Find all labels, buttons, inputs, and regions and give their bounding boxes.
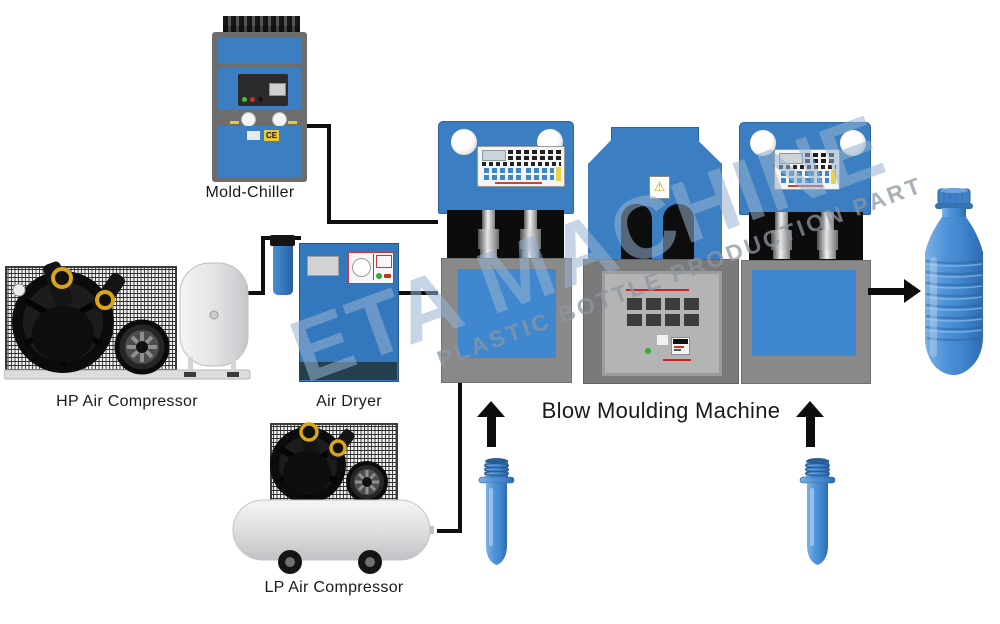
panel-keys (508, 150, 561, 154)
mold-cavity (663, 204, 694, 261)
cylinder-collar (520, 229, 541, 249)
ce-mark: CE (264, 130, 279, 141)
hp-compressor-label: HP Air Compressor (56, 393, 198, 410)
blow-unit1-control-panel (477, 146, 565, 187)
cylinder-base (522, 249, 539, 258)
panel-keys-blue (526, 175, 554, 180)
chiller-red-led (250, 97, 255, 102)
cylinder-rod (775, 212, 788, 232)
up-arrow-shaft (487, 415, 496, 447)
blow-unit3-window (752, 270, 856, 356)
pipe-hp-v (261, 236, 265, 295)
air-dryer-label: Air Dryer (316, 393, 382, 410)
panel-keys (482, 162, 561, 166)
panel-green-led (645, 348, 651, 354)
pressure-gauge-icon (352, 258, 371, 277)
pipe-dryer-to-machine (399, 291, 438, 295)
mold-chiller-label: Mold-Chiller (205, 184, 295, 201)
panel-strip-yellow (831, 170, 836, 184)
panel-strip-yellow (556, 167, 561, 181)
panel-strip-red (787, 185, 823, 187)
blow-unit3-mold-area (749, 212, 863, 260)
air-filter-cap (270, 235, 295, 246)
right-arrow-icon (904, 279, 921, 303)
panel-display (779, 153, 803, 164)
porthole-icon (840, 130, 866, 156)
right-arrow-shaft (868, 288, 906, 295)
cylinder-base (819, 250, 836, 259)
pet-preform (799, 458, 836, 565)
pet-bottle (925, 187, 983, 375)
panel-divider (373, 254, 374, 280)
blow-unit2-shoulder (588, 139, 722, 164)
panel-keys (805, 159, 836, 163)
up-arrow-shaft (806, 415, 815, 447)
pipe-lp-h (437, 529, 462, 533)
chiller-green-led (242, 97, 247, 102)
panel-keys-blue (484, 168, 523, 173)
air-filter (273, 246, 293, 295)
porthole-icon (451, 129, 477, 155)
chiller-top-panel (218, 38, 301, 64)
blow-unit1-window (458, 269, 556, 358)
panel-keys-blue (781, 171, 810, 176)
panel-keys-blue (526, 168, 554, 173)
blow-unit1-mold-area (447, 210, 564, 259)
lp-compressor-label: LP Air Compressor (264, 579, 404, 596)
cylinder-base (480, 249, 497, 258)
pipe-chiller-h2 (327, 220, 438, 224)
pipe-chiller-h1 (305, 124, 331, 128)
panel-strip-red (663, 359, 691, 361)
pipe-lp-v (458, 381, 462, 533)
air-dryer-control-panel (348, 252, 394, 284)
chiller-dash-right (288, 121, 297, 124)
air-dryer-display (307, 256, 339, 276)
cylinder-rod (524, 210, 537, 231)
up-arrow-icon (796, 401, 824, 417)
cylinder-rod (821, 212, 834, 232)
panel-buttons (627, 298, 699, 326)
panel-keys (508, 156, 561, 160)
up-arrow-icon (477, 401, 505, 417)
pet-preform (478, 458, 515, 565)
porthole-icon (750, 130, 776, 156)
chiller-dash-left (230, 121, 239, 124)
chiller-label-tag (247, 131, 260, 140)
panel-keys-blue (808, 178, 829, 183)
panel-keys-blue (781, 178, 810, 183)
cylinder-collar (771, 230, 792, 250)
pipe-chiller-v (327, 124, 331, 224)
panel-white-key (657, 335, 668, 345)
warning-triangle-icon: ⚠ (649, 176, 670, 199)
cylinder-rod (482, 210, 495, 231)
panel-mini-display (671, 337, 690, 355)
dryer-red-led (384, 274, 391, 278)
panel-keys-blue (484, 175, 523, 180)
chiller-knob-right (272, 112, 287, 127)
lp-air-compressor-illustration (232, 422, 434, 574)
cylinder-base (773, 250, 790, 259)
mold-cavity (621, 204, 652, 261)
panel-keys (779, 165, 836, 169)
air-dryer-vent (299, 362, 397, 380)
panel-display (482, 150, 506, 161)
blow-unit3-control-panel (774, 149, 840, 190)
panel-keys-blue (808, 171, 829, 176)
chiller-knob-left (241, 112, 256, 127)
chiller-black-led (258, 97, 263, 102)
chiller-cooling-fins (223, 16, 300, 33)
panel-keys (805, 153, 836, 157)
blow-machine-label: Blow Moulding Machine (541, 398, 781, 423)
pipe-hp-h (243, 291, 265, 295)
chiller-display (269, 83, 286, 96)
hp-air-compressor-illustration (4, 261, 251, 380)
blow-unit2-control-panel (602, 271, 722, 376)
dryer-green-led (376, 273, 382, 279)
panel-strip-red (626, 289, 689, 291)
panel-strip-red (495, 182, 543, 184)
panel-box (376, 255, 392, 268)
cylinder-collar (478, 229, 499, 249)
cylinder-collar (817, 230, 838, 250)
